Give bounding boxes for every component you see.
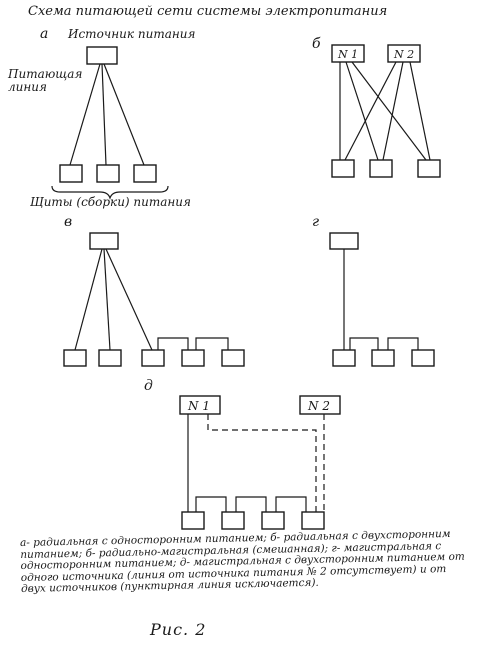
scheme-g — [329, 232, 435, 367]
panel-g-3 — [411, 349, 435, 367]
scheme-b: N 1 N 2 — [331, 44, 441, 178]
panel-v-1 — [63, 349, 87, 367]
panel-v-5 — [221, 349, 245, 367]
panel-a-3 — [133, 164, 157, 183]
scheme-a — [51, 46, 169, 200]
source-box-g — [329, 232, 359, 250]
scheme-v-letter: в — [64, 214, 73, 230]
panel-v-3 — [141, 349, 165, 367]
scheme-b-letter: б — [312, 36, 321, 52]
panel-d-1 — [181, 511, 205, 530]
source-box-d-n1 — [179, 395, 221, 415]
panel-v-4 — [181, 349, 205, 367]
feeder-line-a-1 — [69, 63, 101, 166]
figure-number: Рис. 2 — [150, 620, 207, 639]
scheme-v — [63, 232, 245, 367]
panel-g-1 — [332, 349, 356, 367]
panel-a-1 — [59, 164, 83, 183]
source-box-v — [89, 232, 119, 250]
panel-b-1 — [331, 159, 355, 178]
feeder-line-label: Питающая линия — [8, 67, 83, 94]
panel-d-4 — [301, 511, 325, 530]
source-d-n1-label: N 1 — [187, 399, 210, 413]
feeder-b-5 — [382, 61, 404, 161]
source-d-n2-label: N 2 — [307, 399, 330, 413]
source-box-a — [86, 46, 118, 65]
scheme-g-letter: г — [312, 214, 320, 230]
feeder-line-a-2 — [101, 63, 107, 166]
diagram-title: Схема питающей сети системы электропитан… — [28, 4, 388, 19]
feeder-v-3 — [105, 248, 153, 351]
panel-b-3 — [417, 159, 441, 178]
scheme-d: N 1 N 2 — [179, 395, 341, 530]
source-box-b-n2 — [387, 44, 421, 63]
panels-label: Щиты (сборки) питания — [30, 195, 191, 209]
feeder-b-6 — [409, 61, 431, 161]
feeder-b-2 — [345, 61, 379, 161]
feeder-b-4 — [344, 61, 397, 161]
panel-v-2 — [98, 349, 122, 367]
trunk-v — [157, 337, 229, 350]
scheme-d-letter: д — [144, 378, 153, 394]
panels-brace — [51, 185, 169, 200]
feeder-v-1 — [74, 248, 103, 351]
source-box-b-n1 — [331, 44, 365, 63]
feeder-line-a-3 — [103, 63, 145, 166]
feeder-v-2 — [103, 248, 111, 351]
panel-g-2 — [371, 349, 395, 367]
trunk-g — [349, 337, 419, 350]
source-box-d-n2 — [299, 395, 341, 415]
source-b-n1-label: N 1 — [337, 48, 358, 61]
panel-a-2 — [96, 164, 120, 183]
scheme-a-letter: а — [40, 26, 49, 42]
source-label: Источник питания — [68, 27, 196, 41]
figure-caption: а- радиальная с односторонним питанием; … — [19, 527, 465, 595]
dashed-link-d — [207, 414, 317, 512]
feeder-b-3 — [351, 61, 427, 161]
trunk-d — [195, 496, 307, 512]
panel-d-2 — [221, 511, 245, 530]
source-b-n2-label: N 2 — [393, 48, 414, 61]
panel-d-3 — [261, 511, 285, 530]
panel-b-2 — [369, 159, 393, 178]
